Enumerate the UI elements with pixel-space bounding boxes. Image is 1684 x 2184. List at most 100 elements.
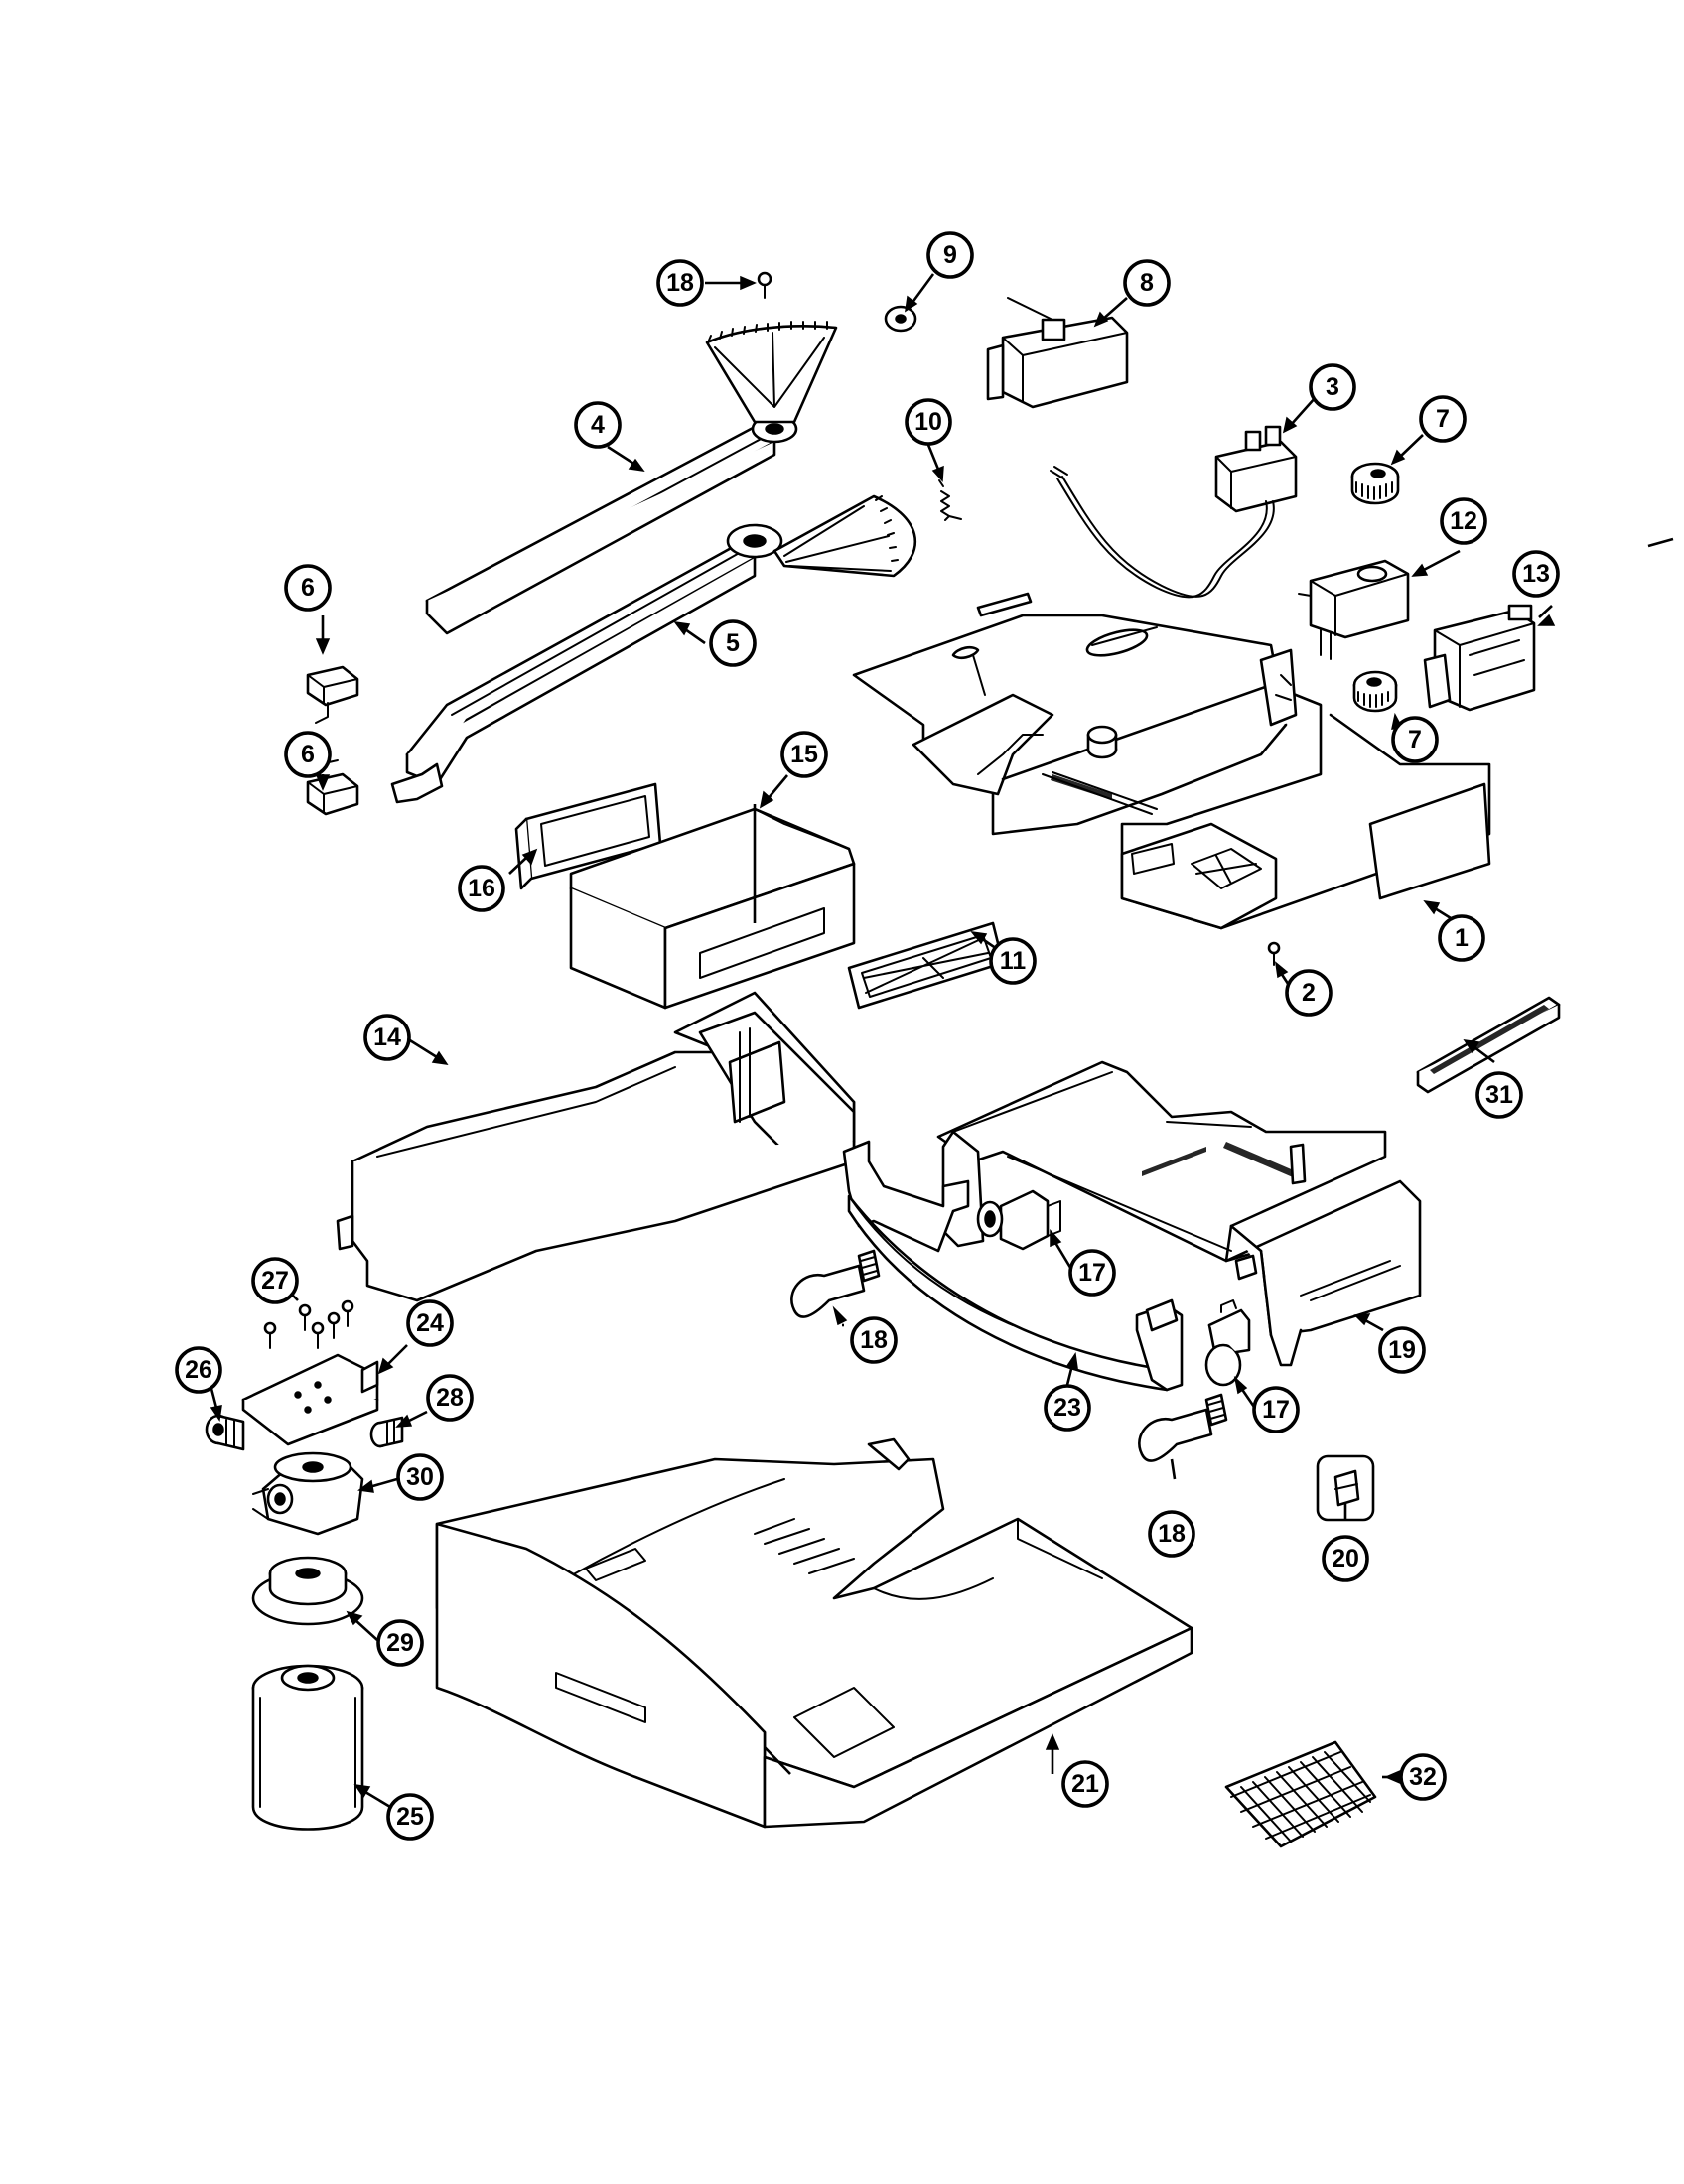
part-8-actuator: [986, 297, 1129, 409]
callout-17-lower: 17: [1252, 1386, 1300, 1433]
callout-23-label: 23: [1053, 1394, 1081, 1422]
callout-12-label: 12: [1450, 507, 1477, 535]
callout-24: 24: [406, 1299, 454, 1347]
callout-6-lower: 6: [284, 731, 332, 778]
callout-13-label: 13: [1522, 560, 1550, 588]
callout-10: 10: [905, 398, 952, 446]
callout-22-label: 18: [666, 269, 694, 297]
callout-2: 2: [1285, 969, 1333, 1017]
callout-8: 8: [1123, 259, 1171, 307]
callout-25-label: 25: [396, 1803, 424, 1831]
part-29-filter-cap: [251, 1556, 364, 1626]
part-12-solenoid: [1298, 559, 1410, 660]
part-27-screws: [263, 1299, 354, 1349]
callout-30: 30: [396, 1453, 444, 1501]
callout-28-label: 28: [436, 1384, 464, 1412]
part-30-filter-head: [252, 1451, 364, 1536]
callout-21-label: 21: [1071, 1770, 1099, 1798]
part-32-grille: [1224, 1740, 1377, 1848]
callout-16: 16: [458, 865, 505, 912]
callout-24-label: 24: [416, 1309, 444, 1337]
leader-lines: [209, 273, 1674, 1809]
part-22-screw: [757, 271, 772, 299]
part-7-gear-knob-top: [1350, 462, 1400, 505]
callout-4: 4: [574, 401, 622, 449]
callout-8-label: 8: [1140, 269, 1154, 297]
callout-4-label: 4: [591, 411, 605, 439]
callout-1-label: 1: [1455, 924, 1469, 952]
callout-2-label: 2: [1302, 979, 1316, 1007]
callout-15-label: 15: [790, 741, 818, 768]
part-14-chute-duct: [336, 991, 856, 1302]
callout-9: 9: [926, 231, 974, 279]
callout-3-label: 3: [1326, 373, 1339, 401]
callout-3: 3: [1309, 363, 1356, 411]
callout-6-upper: 6: [284, 564, 332, 612]
callout-5: 5: [709, 619, 757, 667]
callout-7-top: 7: [1419, 395, 1467, 443]
part-1-main-housing: [852, 592, 1491, 930]
callout-11-label: 11: [1000, 947, 1027, 975]
callout-20-label: 20: [1332, 1545, 1359, 1572]
callout-6-upper-label: 6: [301, 574, 315, 602]
part-6-clip-upper: [306, 665, 359, 724]
callout-17-lower-label: 17: [1262, 1396, 1290, 1424]
part-25-filter-cartridge: [251, 1664, 364, 1831]
part-18-bulb-upper: [790, 1249, 881, 1318]
callout-30-label: 30: [406, 1463, 434, 1491]
callout-32-label: 32: [1409, 1763, 1437, 1791]
callout-16-label: 16: [468, 875, 495, 902]
callout-14: 14: [363, 1014, 411, 1061]
callout-7-lower-label: 7: [1408, 726, 1422, 753]
callout-19: 19: [1378, 1326, 1426, 1374]
callout-18-lower: 18: [1148, 1510, 1195, 1558]
part-21-drip-tray: [435, 1437, 1193, 1829]
callout-29: 29: [376, 1619, 424, 1667]
part-17-socket-lower: [1204, 1299, 1251, 1387]
part-5-lever-arm: [390, 494, 917, 804]
callout-11: 11: [989, 937, 1037, 985]
part-26-fitting: [205, 1414, 245, 1451]
part-28-fitting: [369, 1416, 404, 1448]
callout-27-label: 27: [261, 1267, 289, 1295]
part-7-gear-knob-lower: [1352, 670, 1398, 713]
callout-17-upper-label: 17: [1078, 1259, 1106, 1287]
callout-6-lower-label: 6: [301, 741, 315, 768]
callout-13: 13: [1512, 550, 1560, 598]
part-24-bracket: [241, 1353, 379, 1446]
callout-21: 21: [1061, 1760, 1109, 1808]
callout-1: 1: [1438, 914, 1485, 962]
part-23-bezel: [842, 1140, 1184, 1392]
callout-14-label: 14: [373, 1024, 401, 1051]
callout-31-label: 31: [1485, 1081, 1513, 1109]
part-31-strip: [1416, 996, 1561, 1094]
callout-7-top-label: 7: [1436, 405, 1450, 433]
callout-27: 27: [251, 1257, 299, 1304]
callout-26-label: 26: [185, 1356, 212, 1384]
part-3-switch: [1050, 425, 1298, 599]
callout-17-upper: 17: [1068, 1249, 1116, 1297]
part-18-bulb-lower: [1138, 1393, 1228, 1462]
part-4-lever-arm: [425, 321, 838, 635]
callout-9-label: 9: [943, 241, 957, 269]
callout-31: 31: [1475, 1071, 1523, 1119]
part-9-washer: [884, 305, 917, 333]
callout-12: 12: [1440, 497, 1487, 545]
callout-15: 15: [780, 731, 828, 778]
part-2-screw: [1267, 941, 1281, 966]
callout-26: 26: [175, 1346, 222, 1394]
callout-18-upper-label: 18: [860, 1326, 888, 1354]
part-17-socket-upper: [976, 1189, 1061, 1251]
part-19-dispenser-housing: [936, 1060, 1422, 1367]
callout-32: 32: [1399, 1753, 1447, 1801]
callout-28: 28: [426, 1374, 474, 1422]
callout-7-lower: 7: [1391, 716, 1439, 763]
callout-25: 25: [386, 1793, 434, 1841]
callout-20: 20: [1322, 1535, 1369, 1582]
callout-18-upper: 18: [850, 1316, 898, 1364]
callout-5-label: 5: [726, 629, 740, 657]
callout-19-label: 19: [1388, 1336, 1416, 1364]
callout-23: 23: [1044, 1384, 1091, 1432]
callout-10-label: 10: [914, 408, 942, 436]
